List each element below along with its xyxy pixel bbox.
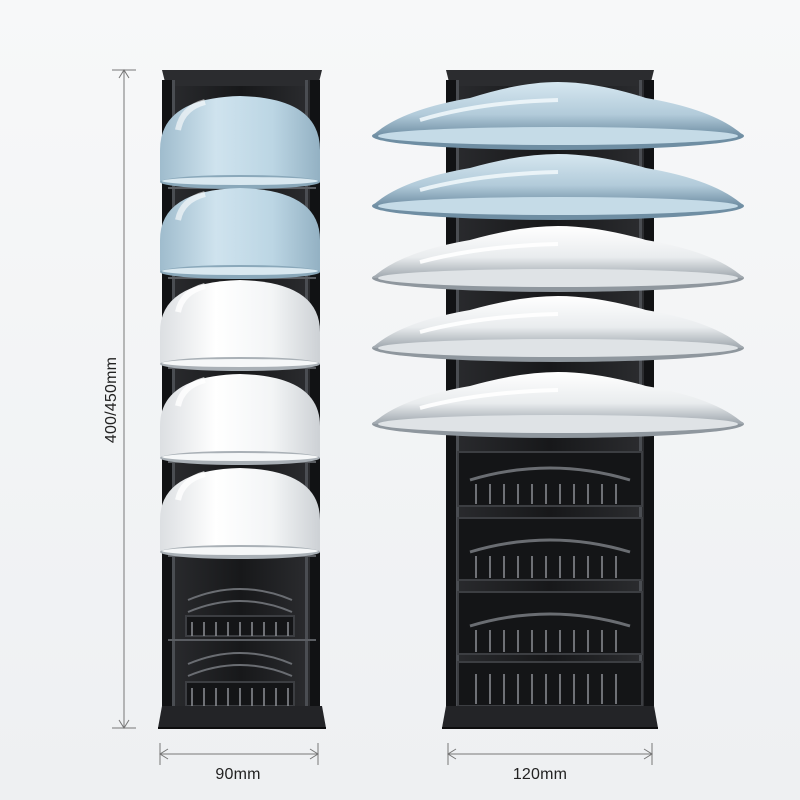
bowl-rack [158, 70, 326, 729]
bowl-1 [160, 96, 320, 189]
bowl-rack-empty-tier-2 [185, 652, 295, 707]
plate-rack-empty-tier-3 [457, 591, 643, 655]
bowl-5 [160, 468, 320, 559]
plate-2 [372, 154, 744, 220]
plate-4 [372, 296, 744, 362]
plate-rack [372, 70, 744, 729]
plate-1 [372, 82, 744, 150]
bowl-rack-empty-tier-1 [185, 588, 295, 637]
height-dimension [112, 69, 136, 729]
right-width-label: 120mm [512, 766, 568, 783]
bowl-4 [160, 374, 320, 465]
left-width-label: 90mm [215, 766, 261, 783]
right-width-dimension [447, 743, 653, 765]
plate-3 [372, 226, 744, 292]
left-width-dimension [159, 743, 319, 765]
plate-5 [372, 372, 744, 438]
height-label: 400/450mm [103, 356, 120, 444]
plate-rack-empty-tier-1 [457, 451, 643, 507]
plate-rack-empty-tier-2 [457, 517, 643, 581]
bowl-3 [160, 280, 320, 371]
bowl-2 [160, 188, 320, 279]
plate-rack-lower-section [457, 661, 643, 707]
